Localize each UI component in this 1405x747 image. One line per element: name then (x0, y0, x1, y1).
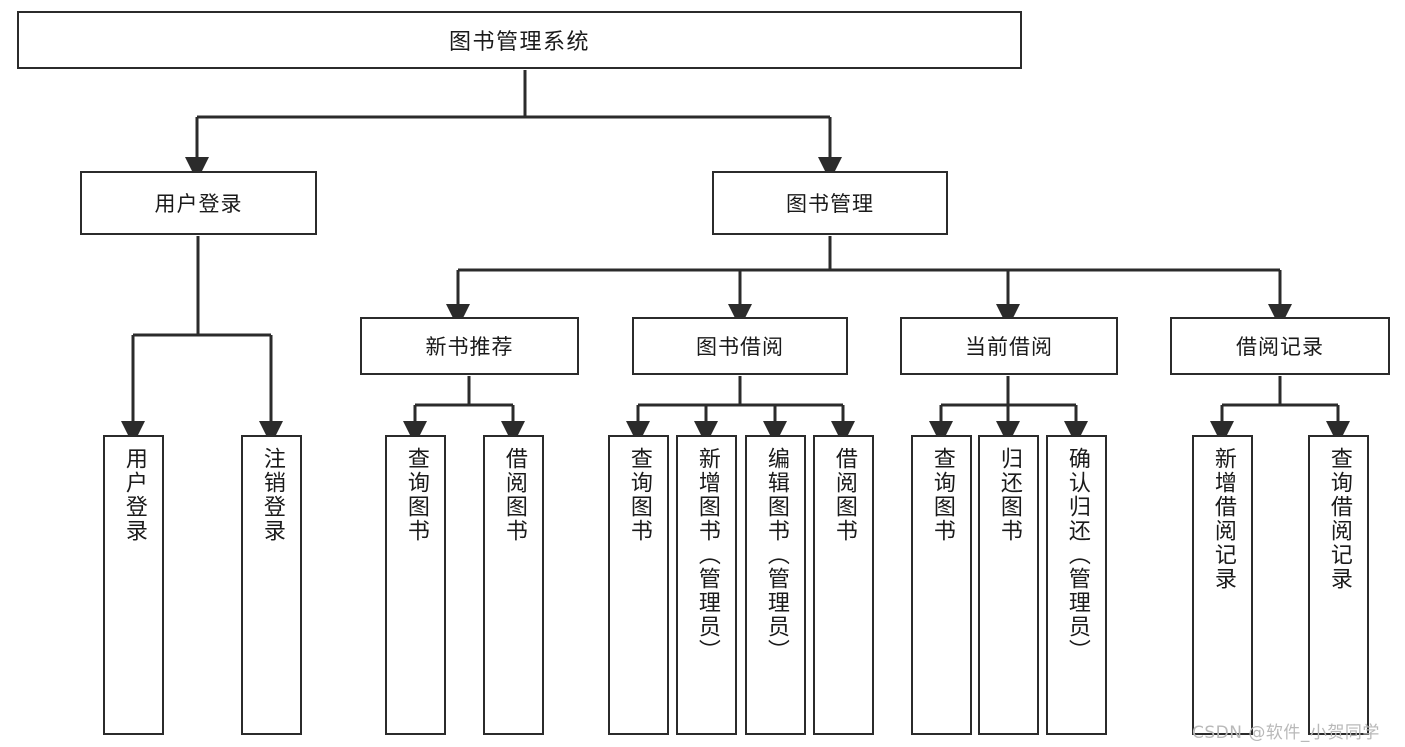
leaf-current-confirm-return-admin[interactable]: 确认归还（管理员） (1046, 435, 1107, 735)
node-borrow-record-label: 借阅记录 (1236, 335, 1324, 359)
leaf-label: 查询图书 (929, 447, 955, 543)
leaf-label: 编辑图书（管理员） (763, 447, 789, 663)
node-user-login[interactable]: 用户登录 (80, 171, 317, 235)
leaf-label: 归还图书 (996, 447, 1022, 543)
leaf-label: 借阅图书 (831, 447, 857, 543)
node-book-management-label: 图书管理 (786, 192, 874, 216)
leaf-user-login-signout[interactable]: 注销登录 (241, 435, 302, 735)
leaf-label: 查询图书 (626, 447, 652, 543)
leaf-borrow-borrow-book[interactable]: 借阅图书 (813, 435, 874, 735)
node-current-borrow-label: 当前借阅 (965, 335, 1053, 359)
leaf-user-login-signin[interactable]: 用户登录 (103, 435, 164, 735)
leaf-label: 确认归还（管理员） (1064, 447, 1090, 663)
leaf-new-book-query[interactable]: 查询图书 (385, 435, 446, 735)
leaf-label: 查询借阅记录 (1326, 447, 1352, 591)
leaf-record-add[interactable]: 新增借阅记录 (1192, 435, 1253, 735)
leaf-current-query-book[interactable]: 查询图书 (911, 435, 972, 735)
node-borrow-record[interactable]: 借阅记录 (1170, 317, 1390, 375)
node-new-book-recommend-label: 新书推荐 (425, 335, 514, 359)
leaf-label: 新增借阅记录 (1210, 447, 1236, 591)
node-user-login-label: 用户登录 (154, 192, 243, 216)
leaf-label: 注销登录 (259, 447, 285, 543)
leaf-label: 查询图书 (403, 447, 429, 543)
node-root[interactable]: 图书管理系统 (17, 11, 1022, 69)
leaf-label: 借阅图书 (501, 447, 527, 543)
node-new-book-recommend[interactable]: 新书推荐 (360, 317, 579, 375)
node-book-management[interactable]: 图书管理 (712, 171, 948, 235)
leaf-borrow-add-book-admin[interactable]: 新增图书（管理员） (676, 435, 737, 735)
node-root-label: 图书管理系统 (448, 30, 590, 55)
leaf-record-query[interactable]: 查询借阅记录 (1308, 435, 1369, 735)
leaf-label: 新增图书（管理员） (694, 447, 720, 663)
watermark: CSDN @软件_小贺同学 (1192, 723, 1380, 743)
leaf-current-return-book[interactable]: 归还图书 (978, 435, 1039, 735)
leaf-label: 用户登录 (121, 447, 147, 543)
leaf-borrow-query-book[interactable]: 查询图书 (608, 435, 669, 735)
node-book-borrow[interactable]: 图书借阅 (632, 317, 848, 375)
node-book-borrow-label: 图书借阅 (696, 335, 784, 359)
node-current-borrow[interactable]: 当前借阅 (900, 317, 1118, 375)
leaf-new-book-borrow[interactable]: 借阅图书 (483, 435, 544, 735)
leaf-borrow-edit-book-admin[interactable]: 编辑图书（管理员） (745, 435, 806, 735)
